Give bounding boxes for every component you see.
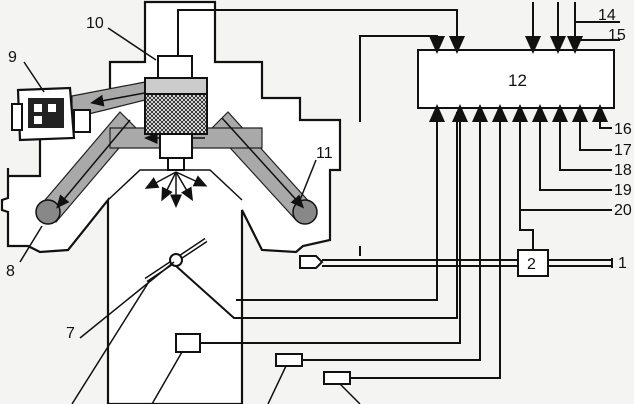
label-14: 14	[598, 7, 616, 24]
intake-pipe	[299, 255, 613, 269]
label-9: 9	[8, 49, 17, 66]
label-2: 2	[527, 256, 536, 273]
fuel-spray	[144, 171, 208, 208]
label-7: 7	[66, 325, 75, 342]
label-12: 12	[508, 71, 527, 90]
unit-2-box	[517, 249, 549, 277]
sensor-a	[275, 353, 303, 367]
label-19: 19	[614, 182, 632, 199]
label-16: 16	[614, 121, 632, 138]
label-15: 15	[608, 27, 626, 44]
throttle-valve	[144, 237, 208, 283]
label-20: 20	[614, 202, 632, 219]
label-17: 17	[614, 142, 632, 159]
label-10: 10	[86, 15, 104, 32]
label-11: 11	[316, 145, 333, 162]
left-port-hole	[35, 199, 61, 225]
control-unit-12	[417, 49, 615, 109]
label-8: 8	[6, 263, 15, 280]
sensor-box	[175, 333, 201, 353]
valve-unit	[11, 86, 91, 142]
label-18: 18	[614, 162, 632, 179]
injector-assembly	[144, 55, 208, 171]
right-port-hole	[292, 199, 318, 225]
leader-lines	[19, 27, 361, 404]
label-1: 1	[618, 255, 627, 272]
signal-wires	[175, 2, 620, 379]
sensor-b	[323, 371, 351, 385]
